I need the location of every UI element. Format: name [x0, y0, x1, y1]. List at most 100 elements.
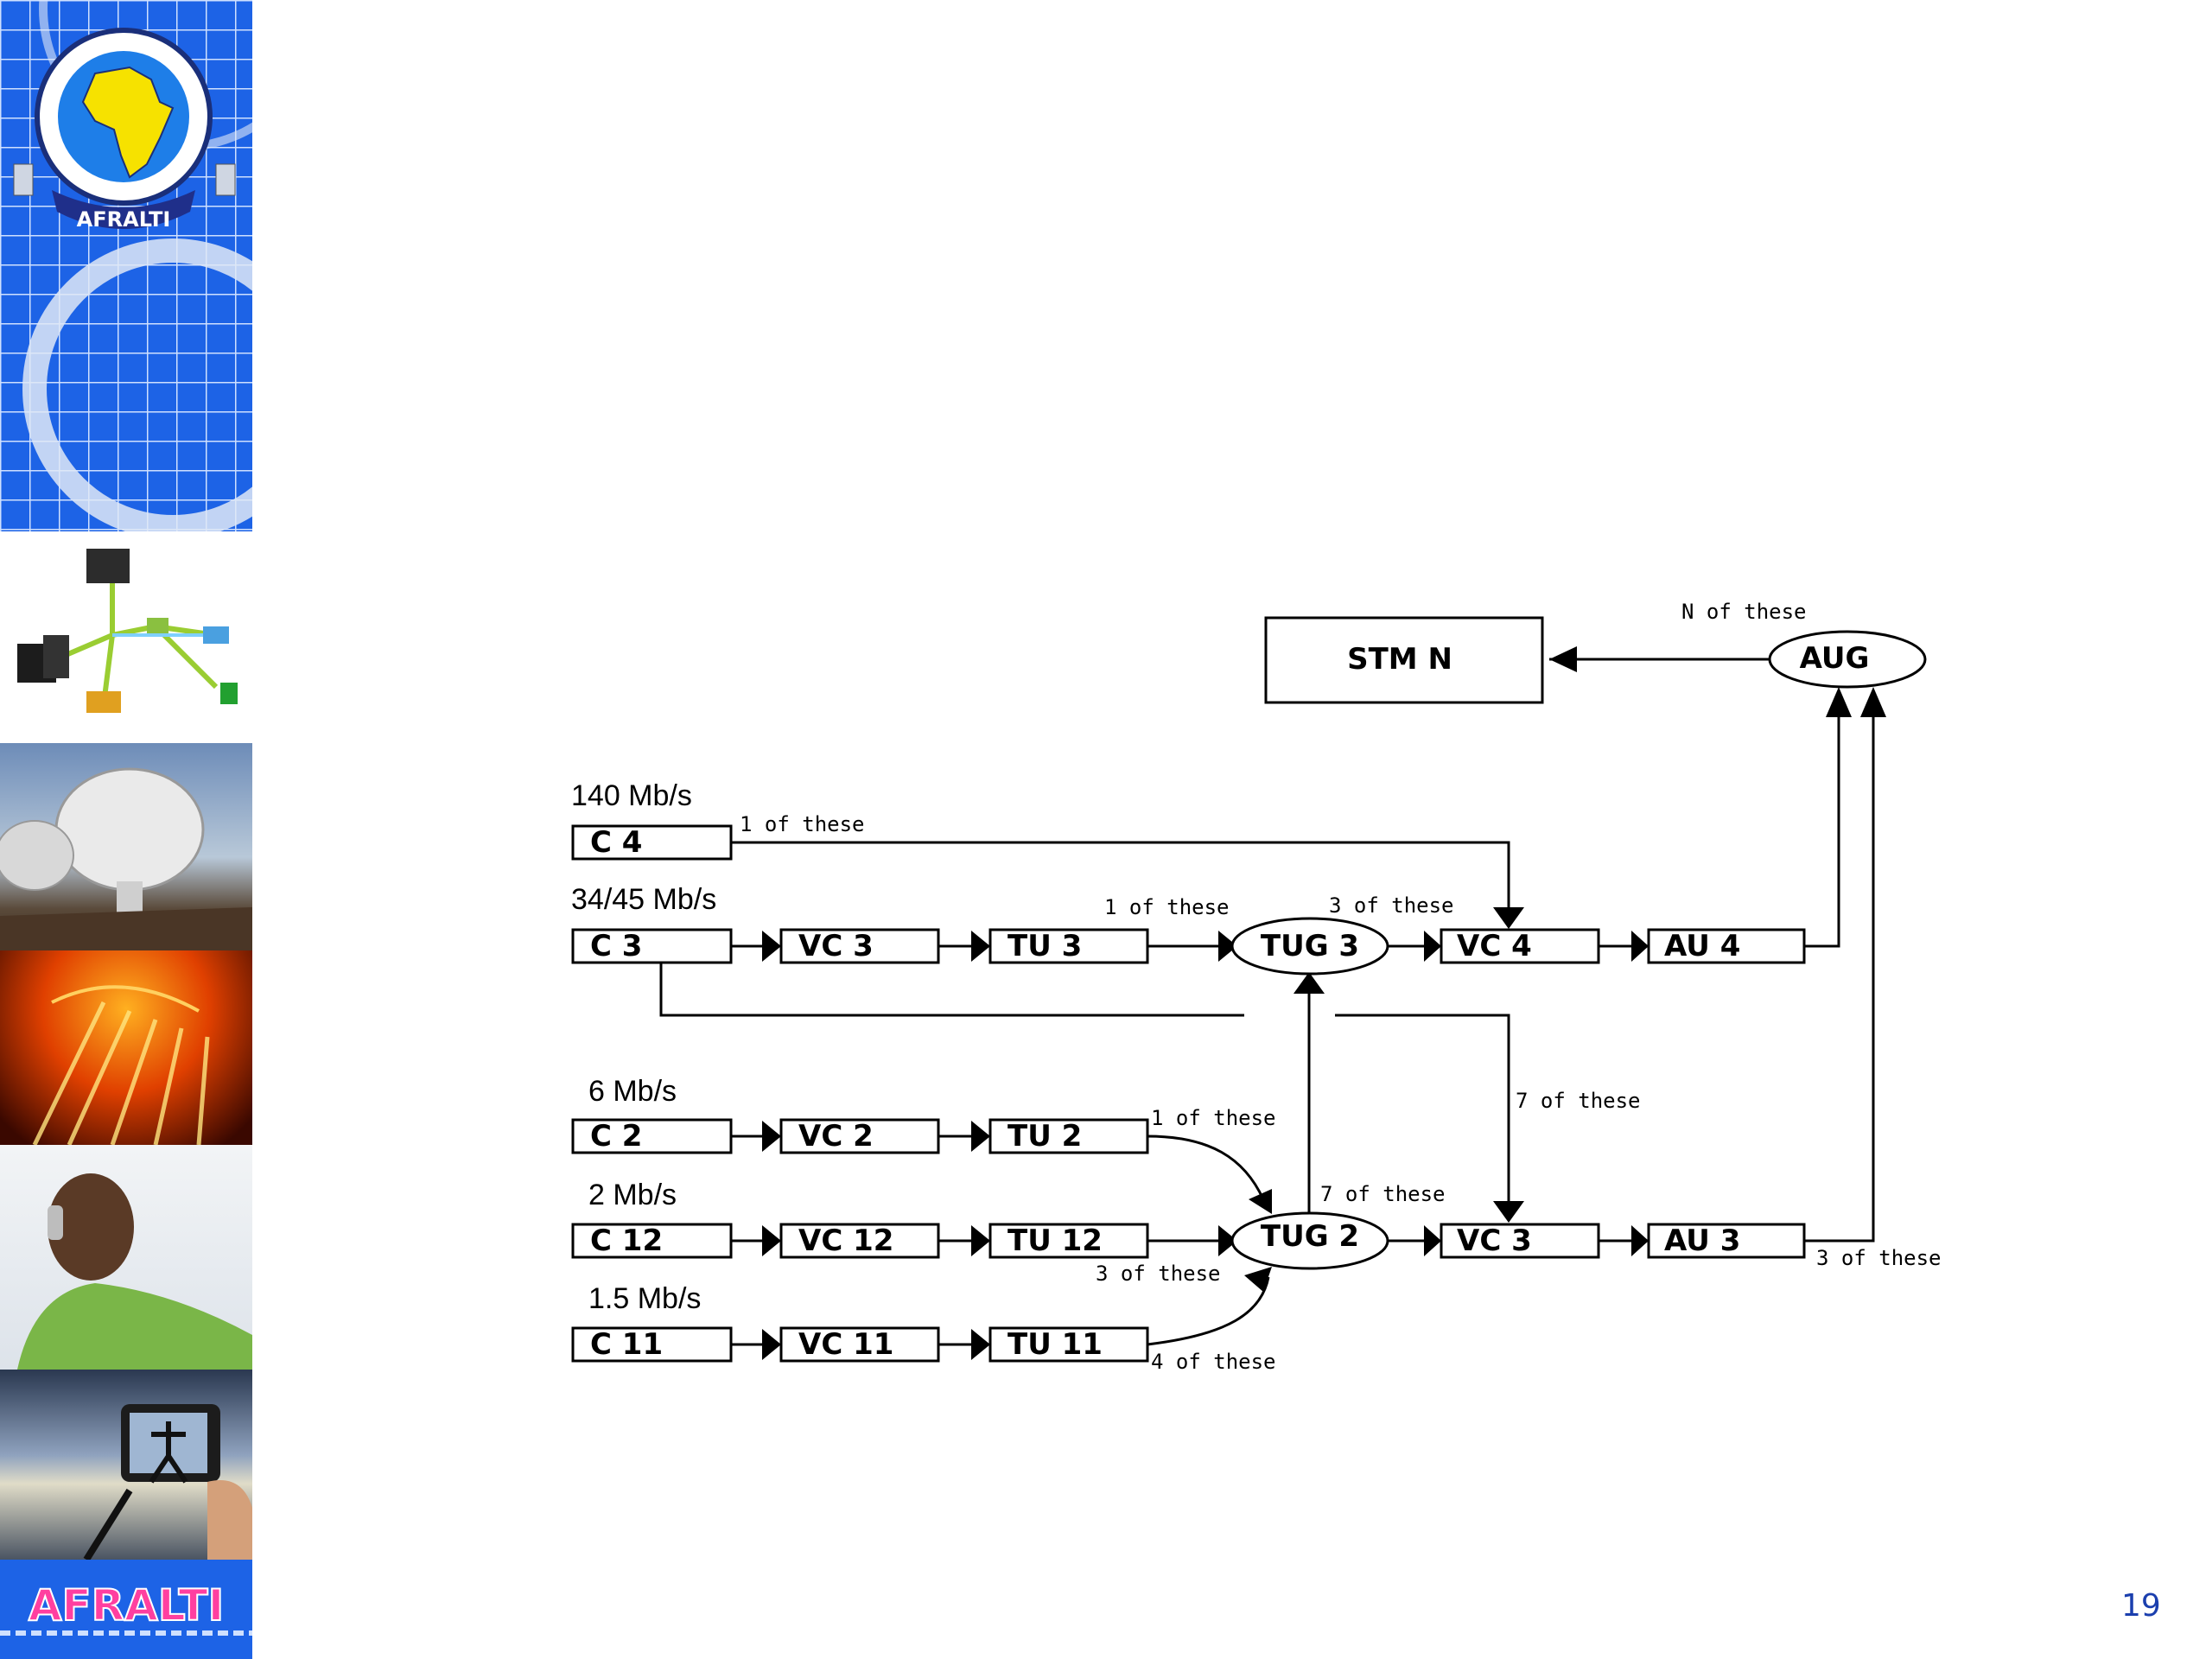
vc3-bottom-node: VC 3	[1440, 1223, 1600, 1259]
count-c4: 1 of these	[740, 812, 865, 836]
c4-node: C 4	[571, 824, 733, 861]
vc2-label: VC 2	[798, 1119, 874, 1154]
vc3-top-node: VC 3	[779, 928, 940, 964]
mobile-user-photo	[0, 1145, 252, 1370]
logo-panel-graphic: AFRALTI	[0, 0, 252, 531]
c4-to-vc4-line	[731, 841, 1510, 912]
aug-node: AUG	[1768, 630, 1927, 689]
arrow-into-stm	[1549, 646, 1577, 672]
camera-phone-icon	[83, 1404, 252, 1560]
count-tug2-to-vc3: 7 of these	[1516, 1089, 1641, 1113]
vc4-node: VC 4	[1440, 928, 1600, 964]
au4-label: AU 4	[1664, 929, 1740, 963]
tug2-node: TUG 2	[1230, 1211, 1389, 1270]
tu2-label: TU 2	[1007, 1119, 1082, 1154]
arrow-into-vc4	[1424, 931, 1441, 962]
c12-label: C 12	[590, 1224, 663, 1258]
ring-decoration	[22, 238, 252, 531]
africa-map-icon	[81, 66, 175, 179]
rate-140: 140 Mb/s	[571, 779, 692, 812]
fiber-optic-icon	[32, 985, 210, 1145]
stm-n-label: STM N	[1347, 642, 1452, 677]
arrow-into-vc4-top	[1493, 907, 1524, 929]
c2-node: C 2	[571, 1118, 733, 1154]
vc4-label: VC 4	[1457, 929, 1532, 963]
tu12-node: TU 12	[988, 1223, 1149, 1259]
arrow-into-tu3	[971, 931, 990, 962]
arrowheads	[762, 646, 1886, 1360]
tu11-label: TU 11	[1007, 1327, 1103, 1362]
arrow-into-tu12	[971, 1225, 990, 1256]
aug-label: AUG	[1800, 641, 1870, 676]
tu11-to-tug2-line	[1147, 1276, 1270, 1346]
tug3-bypass-to-vc3-line	[1335, 1014, 1510, 1205]
tu3-node: TU 3	[988, 928, 1149, 964]
tu12-label: TU 12	[1007, 1224, 1103, 1258]
arrow-tu11-into-tug2	[1244, 1267, 1272, 1292]
arrow-into-vc3-bottom-top	[1493, 1201, 1524, 1223]
count-tu11: 4 of these	[1151, 1350, 1276, 1374]
connectors	[659, 658, 1875, 1346]
rate-2: 2 Mb/s	[588, 1179, 677, 1211]
count-tug2-to-tug3: 7 of these	[1320, 1182, 1446, 1206]
arrow-into-au3	[1631, 1225, 1649, 1256]
c3-node: C 3	[571, 928, 733, 964]
logo-banner-text: AFRALTI	[77, 207, 171, 232]
tu2-node: TU 2	[988, 1118, 1149, 1154]
arrow-into-tu2	[971, 1121, 990, 1152]
arrow-tu2-into-tug2	[1249, 1189, 1272, 1214]
au3-node: AU 3	[1647, 1223, 1806, 1259]
vc11-node: VC 11	[779, 1326, 940, 1363]
network-panel	[0, 531, 252, 743]
brand-wordmark-panel: AFRALTI	[0, 1560, 252, 1659]
radio-tower-icon	[215, 163, 236, 196]
au4-node: AU 4	[1647, 928, 1806, 964]
vc3-top-label: VC 3	[798, 929, 874, 963]
slide-number: 19	[2121, 1588, 2161, 1624]
satellite-photo	[0, 743, 252, 950]
arrow-into-vc3-bottom	[1424, 1225, 1441, 1256]
rate-1-5: 1.5 Mb/s	[588, 1282, 701, 1315]
vc12-node: VC 12	[779, 1223, 940, 1259]
stm-n-node: STM N	[1264, 616, 1544, 704]
au4-to-aug-line	[1804, 700, 1840, 948]
arrow-into-vc2	[762, 1121, 781, 1152]
count-tu3: 1 of these	[1104, 895, 1230, 919]
arrow-into-vc12	[762, 1225, 781, 1256]
c2-label: C 2	[590, 1119, 642, 1154]
arrow-au3-into-aug	[1860, 687, 1886, 717]
tug3-label: TUG 3	[1261, 929, 1359, 963]
sidebar: AFRALTI	[0, 0, 252, 1659]
person-on-phone-icon	[17, 1173, 252, 1370]
vc3-bottom-label: VC 3	[1457, 1224, 1532, 1258]
c12-node: C 12	[571, 1223, 733, 1259]
au3-to-aug-line	[1804, 700, 1875, 1243]
count-tug3: 3 of these	[1329, 893, 1454, 918]
arrow-into-tu11	[971, 1329, 990, 1360]
logo-panel: AFRALTI	[0, 0, 252, 531]
tu3-label: TU 3	[1007, 929, 1082, 963]
arrow-into-tug2	[1218, 1225, 1237, 1256]
au3-label: AU 3	[1664, 1224, 1740, 1258]
network-devices-icon	[17, 549, 238, 713]
arrow-into-tug3-bottom	[1294, 972, 1325, 994]
vc2-node: VC 2	[779, 1118, 940, 1154]
c4-label: C 4	[590, 825, 642, 860]
camera-phone-photo	[0, 1370, 252, 1560]
tu11-node: TU 11	[988, 1326, 1149, 1363]
arrow-into-vc3	[762, 931, 781, 962]
vc12-label: VC 12	[798, 1224, 893, 1258]
rate-34-45: 34/45 Mb/s	[571, 883, 716, 916]
fiber-optics-photo	[0, 950, 252, 1145]
count-aug-to-stm: N of these	[1681, 600, 1807, 624]
count-tu2: 1 of these	[1151, 1106, 1276, 1130]
arrow-au4-into-aug	[1826, 687, 1852, 717]
logo-banner-ribbon	[52, 190, 195, 229]
satellite-dish-icon	[0, 767, 252, 950]
c11-node: C 11	[571, 1326, 733, 1363]
brand-wordmark: AFRALTI	[29, 1580, 224, 1630]
bit-rate-labels: 140 Mb/s 34/45 Mb/s 6 Mb/s 2 Mb/s 1.5 Mb…	[571, 779, 716, 1315]
count-tu12: 3 of these	[1096, 1262, 1221, 1286]
vc11-label: VC 11	[798, 1327, 893, 1362]
